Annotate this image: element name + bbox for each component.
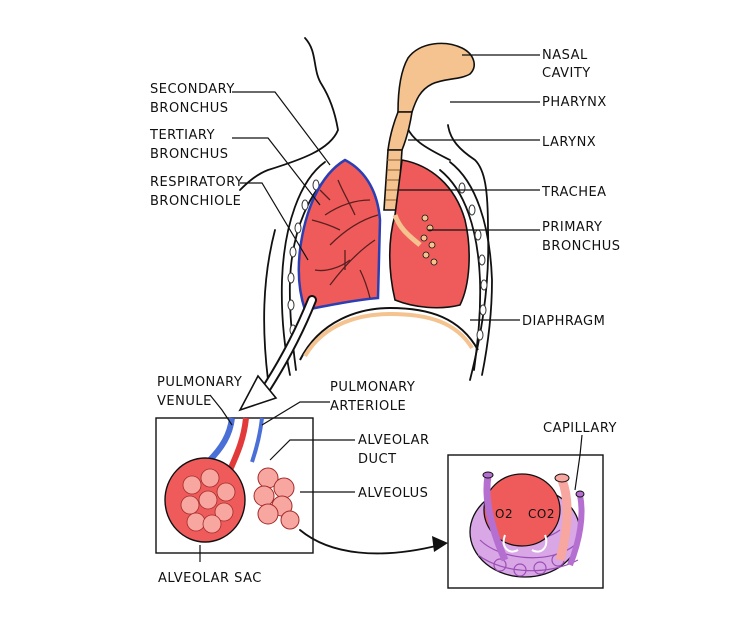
right-lung: [388, 159, 470, 309]
label-respiratory-bronchiole-2: BRONCHIOLE: [150, 194, 241, 209]
label-nasal-cavity-2: CAVITY: [542, 66, 591, 81]
labels: NASAL CAVITY PHARYNX LARYNX TRACHEA PRIM…: [149, 48, 621, 586]
inset-leader-lines: [199, 394, 355, 562]
label-pulmonary-venule-1: PULMONARY: [157, 375, 242, 390]
label-co2: CO2: [528, 507, 555, 521]
label-trachea: TRACHEA: [541, 185, 607, 200]
label-pulmonary-arteriole-1: PULMONARY: [330, 380, 415, 395]
alveoli-inset: [155, 417, 314, 554]
label-larynx: LARYNX: [542, 135, 596, 150]
zoom-arrow-head: [238, 374, 278, 412]
label-alveolar-sac: ALVEOLAR SAC: [158, 571, 262, 586]
label-secondary-bronchus-2: BRONCHUS: [150, 101, 229, 116]
alveolus-detail: [483, 473, 561, 547]
left-lung-cutaway: [297, 158, 382, 312]
label-respiratory-bronchiole-1: RESPIRATORY: [150, 175, 243, 190]
label-pharynx: PHARYNX: [542, 95, 607, 110]
label-alveolus: ALVEOLUS: [358, 486, 428, 501]
label-capillary: CAPILLARY: [543, 421, 617, 436]
upper-airway: [383, 42, 475, 211]
label-primary-bronchus-1: PRIMARY: [542, 220, 602, 235]
label-alveolar-duct-1: ALVEOLAR: [358, 433, 430, 448]
label-secondary-bronchus-1: SECONDARY: [150, 82, 235, 97]
label-nasal-cavity-1: NASAL: [542, 48, 588, 63]
capillary-inset: [447, 454, 604, 589]
label-diaphragm: DIAPHRAGM: [522, 314, 605, 329]
upper-leader-lines: [232, 54, 540, 321]
detail-arrow: [299, 529, 441, 555]
label-pulmonary-arteriole-2: ARTERIOLE: [330, 399, 406, 414]
diaphragm-band: [303, 311, 474, 358]
diaphragm-shape: [299, 306, 479, 361]
label-tertiary-bronchus-1: TERTIARY: [149, 128, 215, 143]
detail-arrow-head: [432, 536, 448, 552]
label-pulmonary-venule-2: VENULE: [157, 394, 212, 409]
label-tertiary-bronchus-2: BRONCHUS: [150, 147, 229, 162]
alveolus-cluster: [253, 467, 300, 530]
capillary-leader: [574, 434, 583, 491]
label-primary-bronchus-2: BRONCHUS: [542, 239, 621, 254]
label-alveolar-duct-2: DUCT: [358, 452, 397, 467]
label-o2: O2: [495, 507, 513, 521]
